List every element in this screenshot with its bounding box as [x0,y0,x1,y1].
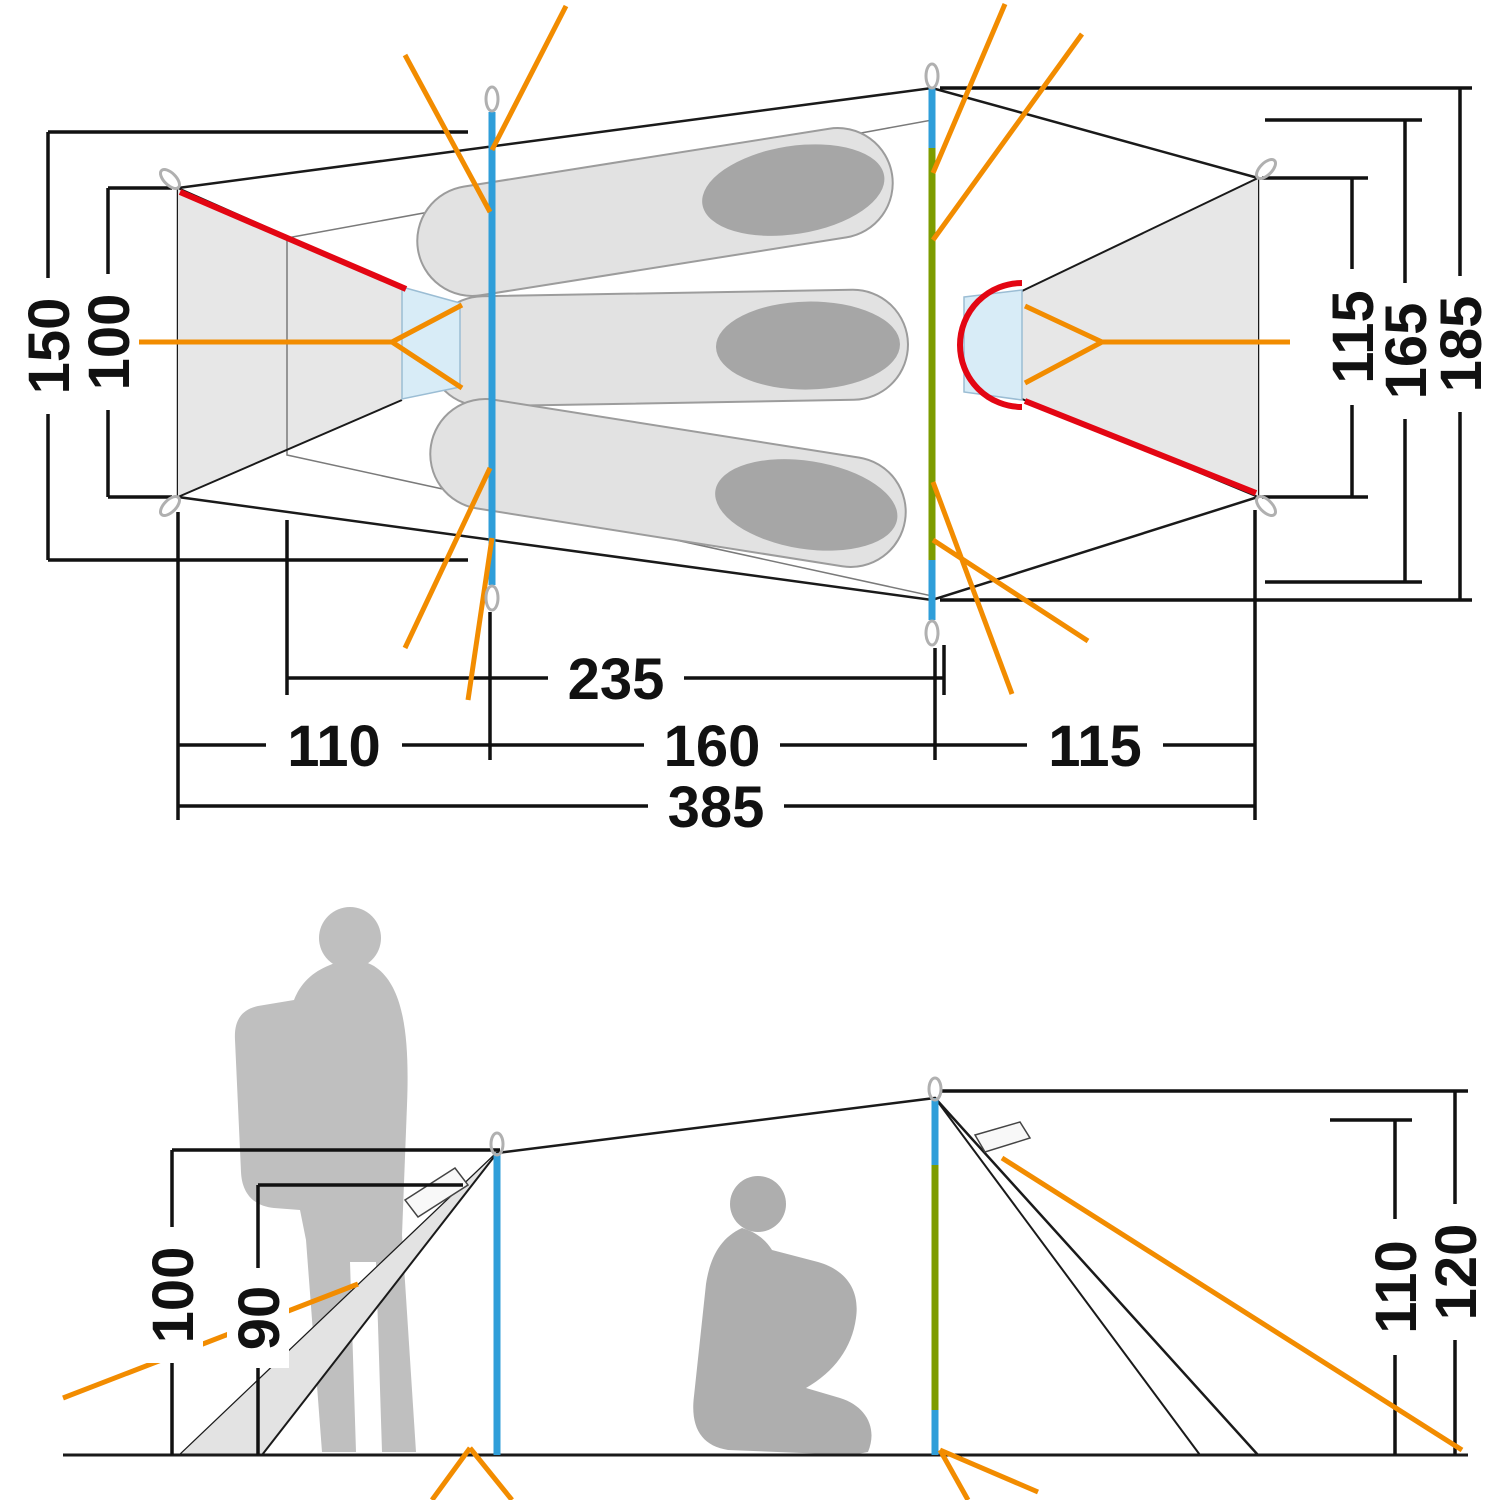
vestibule-right-fill [1022,178,1258,497]
sleeping-pad-top [416,127,894,297]
vent-left [403,1166,470,1219]
side-view: 100 90 110 120 [62,907,1489,1500]
stake-loops-side-view [489,1076,943,1157]
pillow [715,301,900,390]
dim-text-110: 110 [287,714,381,779]
label-height-right-inner: 110 [1364,1219,1429,1355]
guylines-top-view [135,3,1290,701]
sitting-person-silhouette [693,1176,872,1455]
dim-text-100: 100 [77,294,142,391]
label-width-right-fly: 185 [1429,276,1494,412]
dim-text-385: 385 [668,775,765,840]
label-length-mid: 160 [644,714,780,779]
zipper-door-arc [957,280,1023,410]
dim-text-120: 120 [1424,1224,1489,1321]
label-width-inner-left: 100 [77,274,142,410]
dim-text-100s: 100 [141,1247,206,1344]
dim-text-165: 165 [1374,303,1439,400]
label-height-left-fly: 100 [141,1227,206,1363]
dim-text-160: 160 [664,714,761,779]
stake-loops-top-view [159,62,1277,647]
dim-text-235: 235 [568,647,665,712]
sleeping-pad-middle [427,288,909,408]
dim-text-115b: 115 [1048,714,1142,779]
zipper-right [1023,398,1258,496]
label-width-right-mid: 165 [1374,283,1439,419]
top-view: 150 100 115 165 185 235 110 160 [17,3,1494,840]
standing-person-silhouette [234,907,416,1452]
pillow [702,144,885,236]
dim-text-150: 150 [17,298,82,395]
label-length-inner: 235 [548,647,684,712]
guylines-side-view [62,1155,1464,1500]
label-length-vestibule-left: 110 [266,714,402,779]
vent-right [973,1121,1032,1153]
dim-text-110s: 110 [1364,1240,1429,1334]
label-length-total: 385 [648,775,784,840]
dim-text-90: 90 [227,1286,292,1351]
label-length-vestibule-right: 115 [1027,714,1163,779]
label-height-right-fly: 120 [1424,1204,1489,1340]
zipper-lines [178,189,1258,496]
zipper-left [178,189,408,292]
label-width-fly-left: 150 [17,278,82,414]
sleeping-pad-bottom [429,398,907,568]
dim-text-185: 185 [1429,296,1494,393]
label-height-left-inner: 90 [227,1268,292,1368]
pillow [715,459,898,551]
inner-slope-right [934,1097,1201,1456]
inner-slope-left [261,1152,498,1456]
